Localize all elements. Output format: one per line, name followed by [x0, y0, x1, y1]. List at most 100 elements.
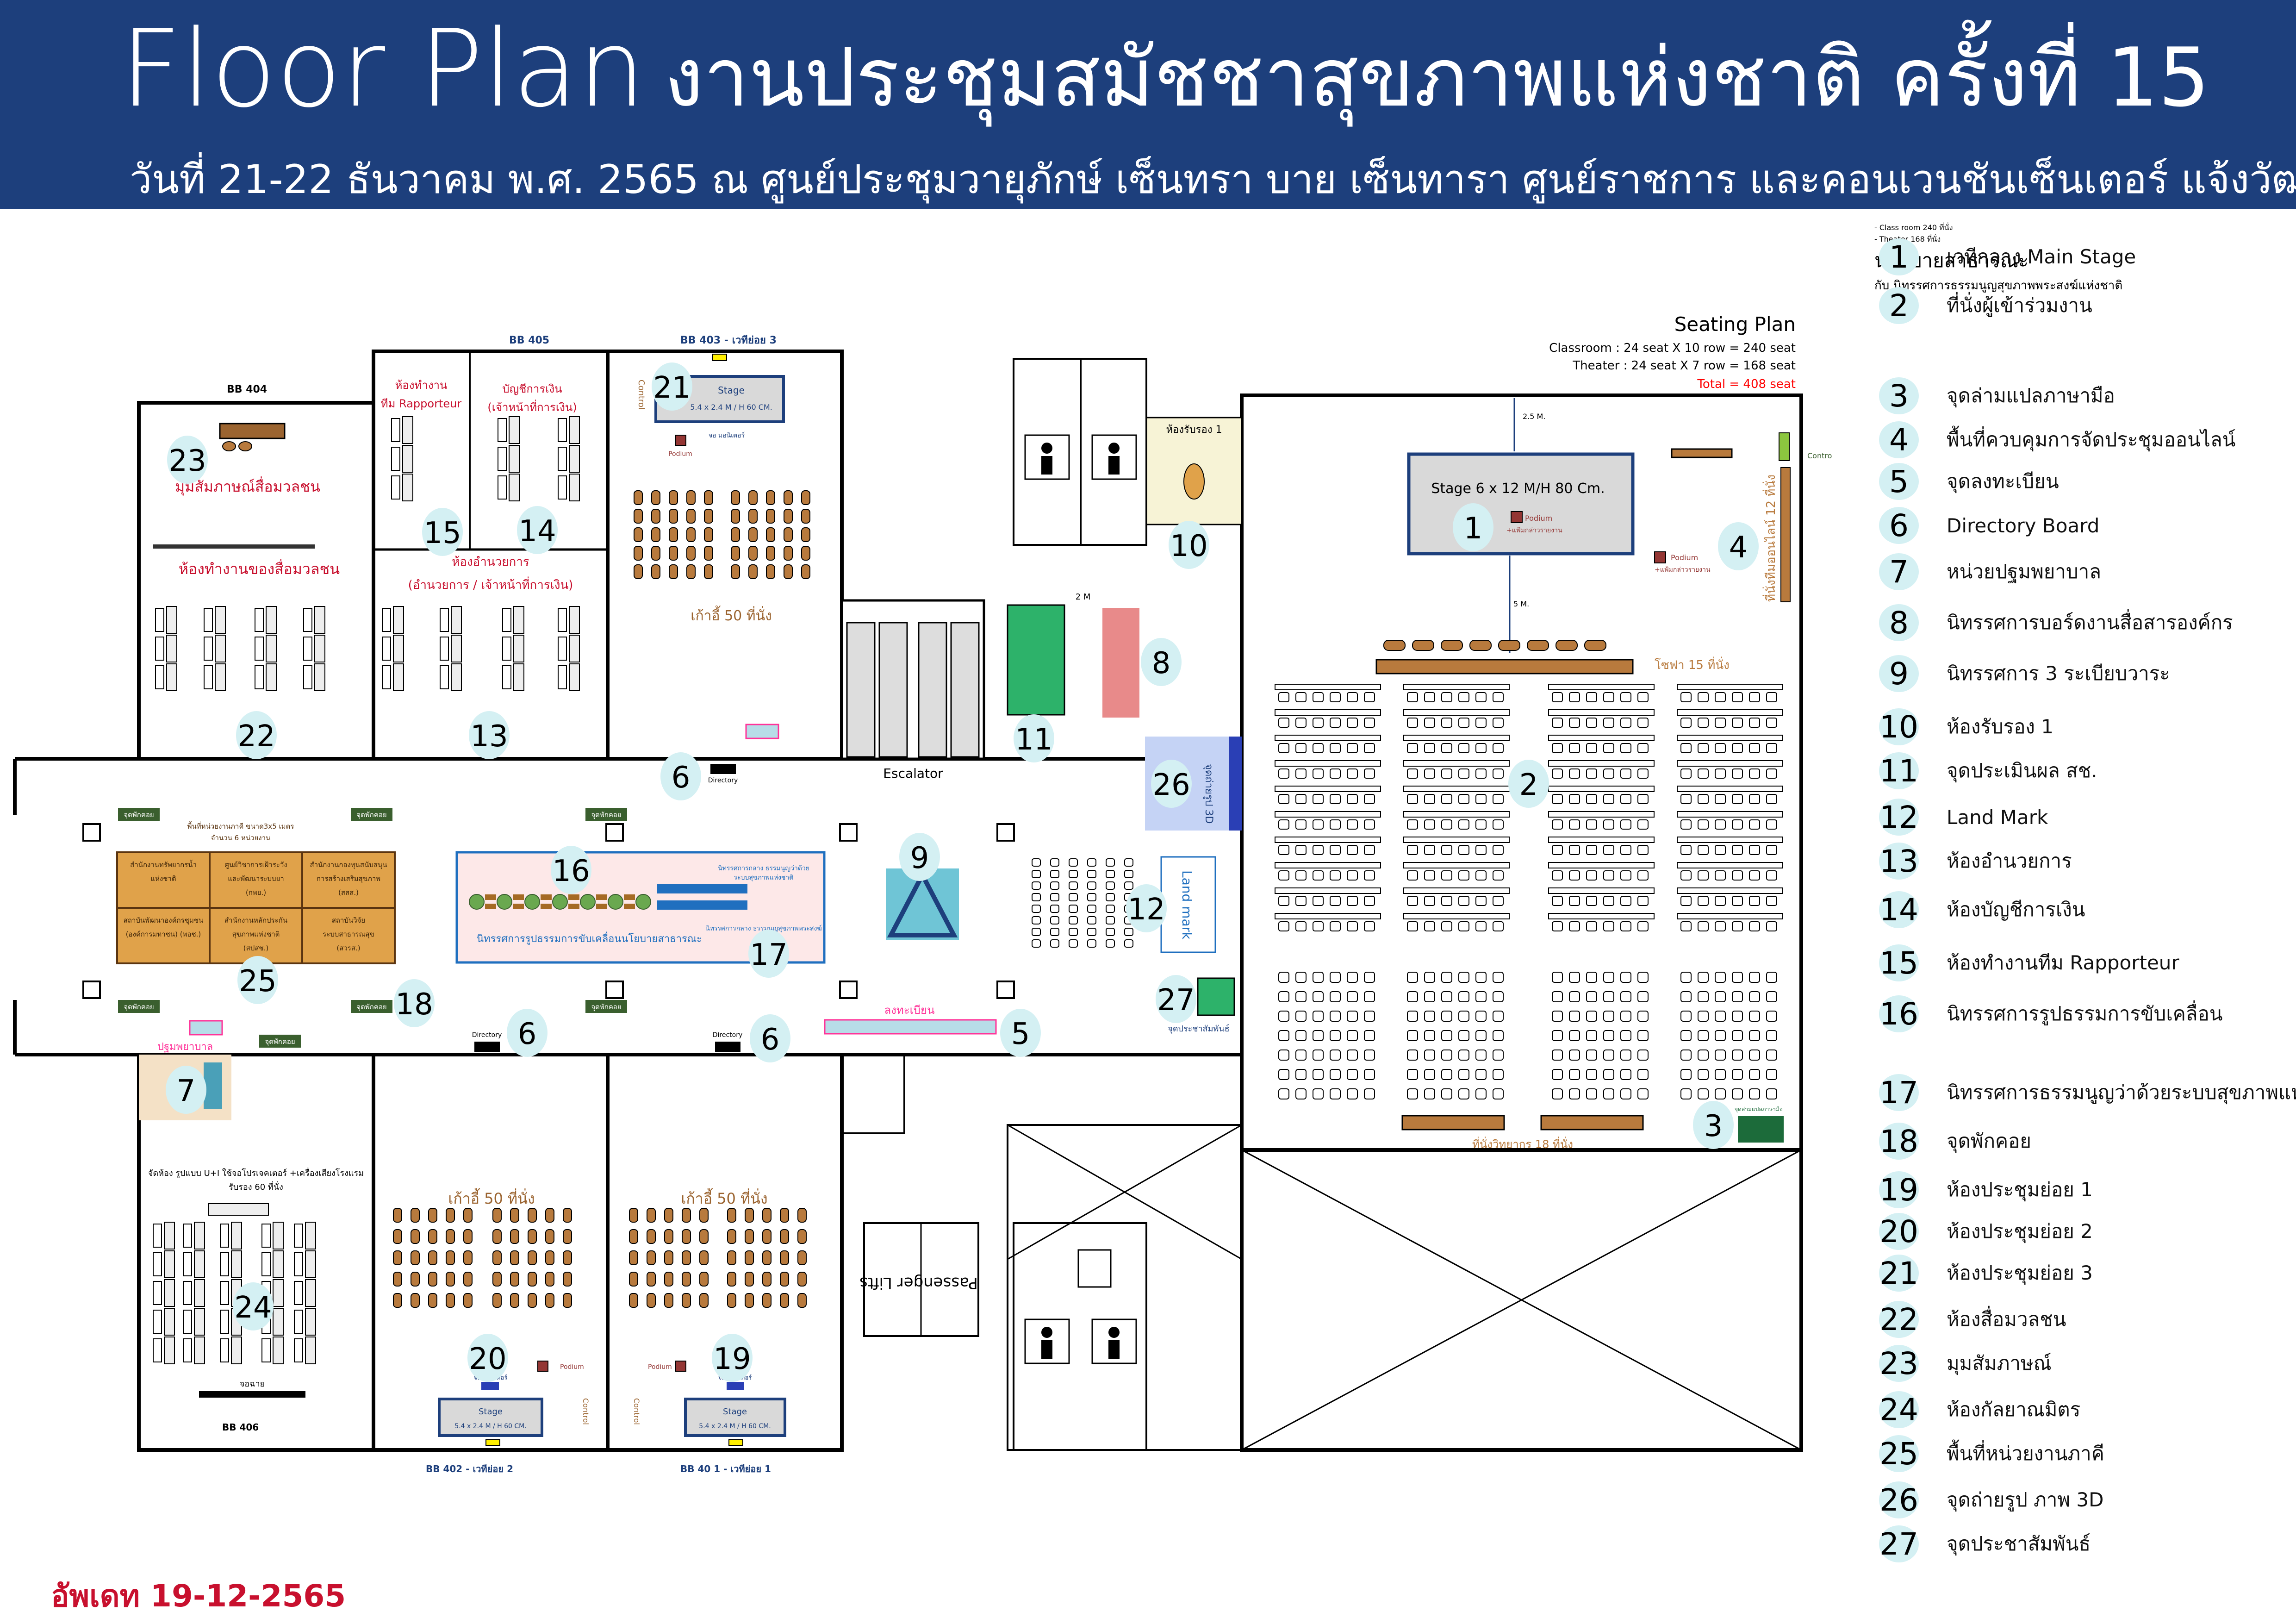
chair — [1087, 939, 1096, 948]
chair — [528, 1293, 537, 1308]
rest-point-label: จุดพักคอย — [356, 1003, 386, 1012]
seat — [1586, 819, 1597, 830]
chairs-50-label-19: เก้าอี้ 50 ที่นั่ง — [681, 1188, 767, 1207]
seat — [1475, 921, 1487, 931]
interview-furniture — [219, 423, 286, 451]
seat — [1637, 1049, 1649, 1061]
chair — [428, 1272, 437, 1287]
seat — [1364, 794, 1375, 804]
table — [231, 1222, 242, 1249]
screen-21 — [712, 354, 727, 361]
hall-seating — [1275, 684, 1783, 1099]
map-marker: 1 — [1453, 503, 1493, 551]
rest-point-label: จุดพักคอย — [124, 1003, 154, 1012]
table — [393, 663, 404, 691]
chair — [440, 637, 449, 661]
legend-label: ห้องกัลยาณมิตร — [1947, 1398, 2081, 1421]
chair — [784, 527, 793, 542]
seat — [1458, 743, 1469, 753]
chair — [699, 1250, 709, 1265]
chair — [1069, 870, 1078, 878]
chair — [498, 447, 507, 471]
pillar — [996, 981, 1015, 999]
classroom-table — [1403, 735, 1510, 741]
chair — [255, 637, 264, 661]
chair — [492, 1208, 502, 1223]
chair — [634, 564, 643, 579]
seat — [1407, 794, 1418, 804]
chair — [463, 1272, 473, 1287]
room-24-setup-2: รับรอง 60 ที่นั่ง — [229, 1181, 283, 1192]
chair — [204, 665, 213, 689]
chair — [261, 1338, 271, 1362]
seating-plan-summary: Seating Plan Classroom : 24 seat X 10 ro… — [1549, 313, 1796, 391]
seat — [1424, 1088, 1435, 1099]
chair — [183, 1310, 192, 1334]
chair — [1087, 893, 1096, 901]
seat — [1347, 845, 1358, 855]
control-19: Control — [632, 1398, 641, 1425]
chair — [261, 1224, 271, 1248]
chair — [492, 1250, 502, 1265]
pillar — [605, 823, 624, 842]
seat — [1364, 718, 1375, 728]
chair — [393, 1250, 402, 1265]
seat — [1603, 870, 1614, 881]
table — [305, 1308, 316, 1336]
report-file-label: +แฟ้มกล่าวรายงาน — [1506, 527, 1562, 534]
seat — [1347, 819, 1358, 830]
chair — [303, 637, 312, 661]
chair — [797, 1208, 807, 1223]
seat — [1680, 1030, 1692, 1041]
chair — [563, 1250, 572, 1265]
seat — [1295, 768, 1307, 779]
seat — [1569, 1088, 1580, 1099]
seat — [1278, 743, 1289, 753]
map-marker-number: 4 — [1729, 531, 1748, 565]
seat — [1586, 768, 1597, 779]
seat — [1295, 1049, 1307, 1061]
chair — [411, 1293, 420, 1308]
legend-number-badge: 19 — [1879, 1171, 1919, 1208]
main-stage: 2.5 M. Stage 6 x 12 M/H 80 Cm. Podium +แ… — [1407, 398, 1733, 653]
booth-label: สถาบันพัฒนาองค์กรชุมชน — [124, 916, 204, 925]
table — [314, 635, 325, 662]
seat — [1475, 870, 1487, 881]
directory-label-3: Directory — [713, 1031, 743, 1039]
seat — [1749, 743, 1760, 753]
legend-number-badge: 1 — [1879, 238, 1919, 275]
projector-screen-label: จอฉาย — [240, 1379, 265, 1389]
seat — [1493, 1088, 1504, 1099]
seat — [1620, 845, 1631, 855]
chair — [545, 1293, 554, 1308]
seat — [1586, 1030, 1597, 1041]
seat — [1680, 819, 1692, 830]
seat — [1475, 819, 1487, 830]
chair — [558, 665, 567, 689]
sofa-seat — [1383, 640, 1406, 651]
seat — [1424, 794, 1435, 804]
seat — [1569, 845, 1580, 855]
seat — [1493, 1030, 1504, 1041]
seat — [1637, 921, 1649, 931]
seat — [1493, 972, 1504, 983]
chair — [1050, 916, 1059, 924]
seat — [1620, 743, 1631, 753]
seat — [1586, 921, 1597, 931]
chair — [1032, 870, 1041, 878]
seat — [1347, 1069, 1358, 1080]
seat — [1680, 794, 1692, 804]
chair — [801, 509, 810, 524]
map-marker-number: 6 — [518, 1017, 537, 1051]
seat — [1766, 921, 1777, 931]
map-marker: 10 — [1169, 521, 1209, 569]
seat — [1295, 991, 1307, 1002]
table — [166, 663, 177, 691]
seat — [1749, 921, 1760, 931]
classroom-table — [1677, 887, 1783, 894]
seat — [1569, 819, 1580, 830]
seat — [1347, 718, 1358, 728]
